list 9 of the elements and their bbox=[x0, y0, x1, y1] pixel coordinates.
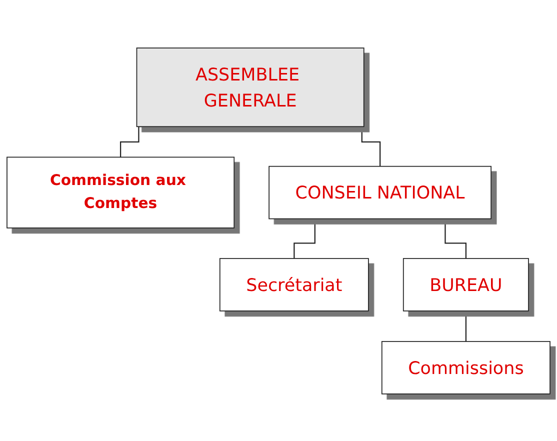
node-box: ASSEMBLEE GENERALE bbox=[136, 47, 364, 127]
node-box: CONSEIL NATIONAL bbox=[268, 165, 492, 219]
node-box: BUREAU bbox=[402, 258, 529, 311]
node-box: Commissions bbox=[381, 340, 550, 394]
node-box: Commission aux Comptes bbox=[6, 156, 235, 228]
connector bbox=[294, 218, 336, 259]
connector bbox=[424, 218, 467, 259]
node-box: Secrétariat bbox=[219, 258, 369, 311]
connector bbox=[465, 310, 467, 342]
